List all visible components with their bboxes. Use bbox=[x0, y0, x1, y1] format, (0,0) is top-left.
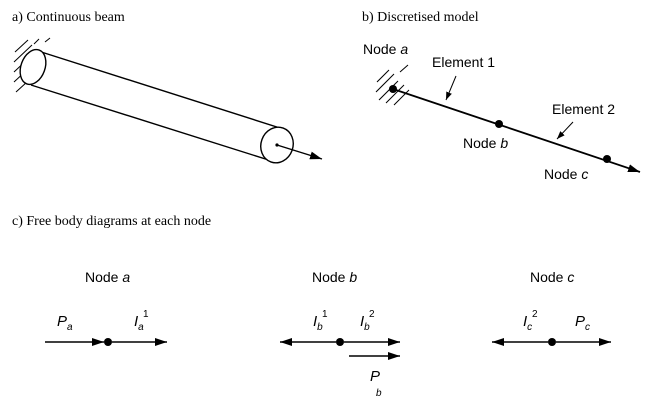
fbd-node-c-dot bbox=[548, 338, 556, 346]
wall-hatching-b bbox=[375, 64, 410, 106]
fbd-a-external-force-label: Pa bbox=[57, 313, 73, 333]
node-a-dot bbox=[389, 85, 397, 93]
element-2-pointer bbox=[556, 121, 574, 140]
fbd-node-b-dot bbox=[336, 338, 344, 346]
element-2-label: Element 2 bbox=[552, 101, 615, 117]
node-c-label: Node c bbox=[544, 166, 588, 182]
fbd-c-external-force-label: Pc bbox=[575, 313, 590, 333]
node-b-dot bbox=[495, 120, 503, 128]
fbd-c-internal-force-label: Ic bbox=[523, 313, 532, 333]
fbd-c-internal-force-sup: 2 bbox=[532, 309, 538, 320]
fbd-b-internal-left-sup: 1 bbox=[322, 309, 328, 320]
node-b-label: Node b bbox=[463, 135, 508, 151]
continuous-beam bbox=[19, 48, 294, 164]
beam-axis-arrow bbox=[276, 144, 323, 160]
panel-a-title: a) Continuous beam bbox=[12, 10, 125, 25]
fbd-node-c-title: Node c bbox=[530, 269, 574, 285]
panel-c-title: c) Free body diagrams at each node bbox=[12, 214, 211, 229]
panel-b-title: b) Discretised model bbox=[362, 10, 479, 25]
fbd-a-internal-force-label: Ia bbox=[134, 313, 144, 333]
discretised-beam-line bbox=[392, 88, 641, 173]
fbd-b-internal-right-label: Ib bbox=[360, 313, 370, 333]
fbd-node-b-title: Node b bbox=[312, 269, 357, 285]
element-1-pointer bbox=[445, 75, 457, 101]
node-c-dot bbox=[603, 155, 611, 163]
fbd-a-internal-force-sup: 1 bbox=[143, 309, 149, 320]
fbd-node-a-title: Node a bbox=[85, 269, 130, 285]
element-1-label: Element 1 bbox=[432, 54, 495, 70]
fbd-b-internal-left-label: Ib bbox=[313, 313, 323, 333]
fbd-b-internal-right-sup: 2 bbox=[369, 309, 375, 320]
fbd-node-a-dot bbox=[104, 338, 112, 346]
node-a-label: Node a bbox=[363, 41, 408, 57]
